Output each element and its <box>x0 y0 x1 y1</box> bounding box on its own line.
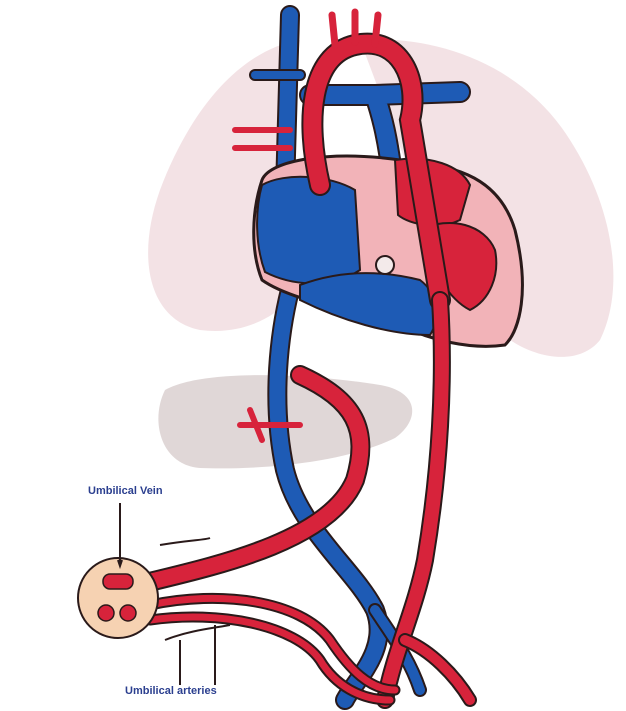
cross-section-vein <box>103 574 133 589</box>
valve <box>376 256 394 274</box>
right-atrium <box>257 177 360 284</box>
cross-section-artery <box>98 605 114 621</box>
arteries <box>145 12 470 700</box>
umbilical-arteries-label: Umbilical arteries <box>125 685 217 697</box>
right-ventricle <box>300 273 437 335</box>
umbilical-cord-cross-section <box>78 558 158 638</box>
cross-section-artery <box>120 605 136 621</box>
umbilical-vein-label: Umbilical Vein <box>88 485 163 497</box>
